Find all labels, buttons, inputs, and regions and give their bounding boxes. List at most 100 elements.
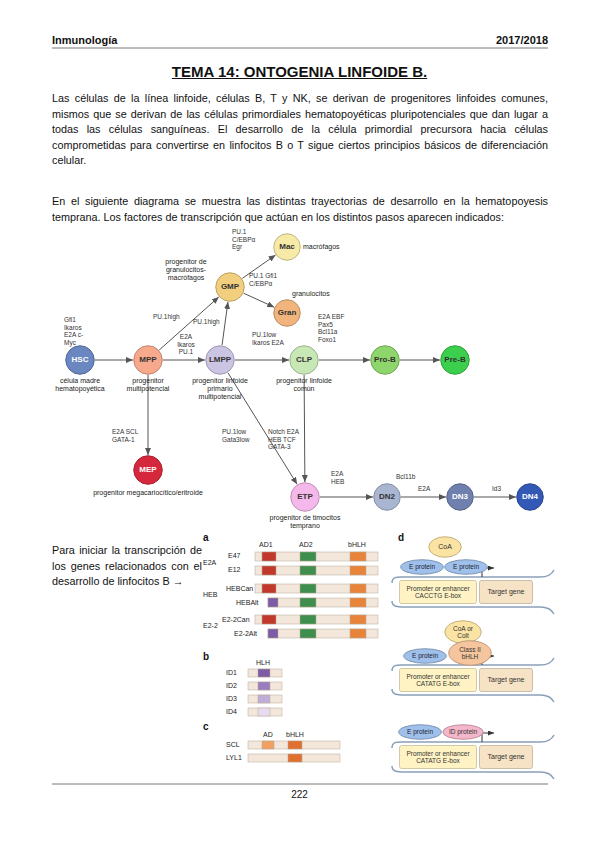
oval-shape [404,649,447,664]
domain-header: bHLH [348,541,372,549]
protein-bar [248,669,282,677]
node-name: E protein [453,563,479,570]
node-caption: progenitor de timocitos temprano [258,514,352,530]
node-text-holder: E protein [398,724,442,740]
protein-oval: E protein [400,559,444,575]
node-name: Promoter or enhancer CATATG E-box [401,750,475,764]
node-name: CoA or Colt [449,625,477,639]
cell-circle: DN2 [373,483,401,511]
ad-domain [262,741,274,749]
protein-group: E2A [203,559,227,567]
oval-shape [443,725,484,740]
factor-label: PU.1 C/EBPα Egr [232,228,264,251]
node-text-holder: MEP [133,455,163,485]
ad2-domain [300,598,316,607]
dna-region-box: Target gene [479,580,533,604]
protein-name: E12 [228,566,254,574]
running-header: Inmunología [52,34,252,47]
oval-shape [216,273,245,302]
cell-circle: GMPprogenitor de granulocitos-macrófagos [215,272,245,302]
node-name: MEP [139,466,156,475]
protein-domain-bars [248,552,378,762]
bhlh-domain [350,629,366,638]
node-text-holder: CLP [289,345,319,375]
body-paragraph: En el siguiente diagrama se muestra las … [52,194,548,225]
node-name: Target gene [488,753,525,761]
domain-header: bHLH [286,731,310,739]
node-name: ETP [297,493,313,502]
oval-shape [517,484,544,511]
node-text-holder: Gran [273,299,301,327]
protein-name: E2-2Can [222,616,255,624]
factor-label: E2A EBF Pax5 Bcl11a Foxo1 [318,313,350,343]
factor-label: Gfi1 Ikaros E2A c-Myc [64,316,94,346]
oval-shape [66,346,95,375]
factor-label: Id3 [492,485,516,493]
dna-region-box: Promoter or enhancer CATATG E-box [399,668,477,692]
protein-group: HEB [203,591,227,599]
cell-circle: DN3 [446,483,474,511]
protein-bar [248,741,340,749]
node-name: MPP [139,356,156,365]
protein-bar [268,629,378,638]
protein-bar [268,598,378,607]
cell-circle: HSCcélula madre hematopoyética [65,345,95,375]
node-text-holder: CoA or Colt [444,620,482,644]
hlh-domain [258,708,270,716]
ad2-domain [300,615,316,624]
domain-header: AD2 [299,541,323,549]
lineage-arrow [474,497,516,498]
factor-label: PU.1low Ikaros E2A [252,331,284,346]
factor-label: PU.1 Gfi1 C/EBPα [249,272,282,287]
footer-rule [52,784,548,785]
oval-shape [274,300,301,327]
protein-name: E2-2Alt [234,630,267,638]
oval-shape [447,484,474,511]
oval-shape [399,725,442,740]
cell-circle: Macmacrófagos [273,233,301,261]
protein-name: ID1 [226,669,246,677]
protein-oval: E protein [403,648,447,664]
lineage-arrow [320,497,373,498]
node-text-holder: MPP [133,345,163,375]
factor-label: E2A SCL GATA-1 [112,428,145,443]
node-text-holder: LMPP [205,345,235,375]
dna-region-box: Promoter or enhancer CATATG E-box [399,745,477,769]
node-name: E protein [412,652,438,659]
alt-domain [268,598,278,607]
protein-name: HEBCan [226,585,256,593]
box-shape [480,746,533,769]
node-caption: progenitor linfoide primario multipotenc… [186,377,254,401]
node-name: DN4 [522,493,538,502]
node-name: DN2 [379,493,395,502]
node-name: Pro-B [374,356,396,365]
factor-label: Notch E2A HEB TCF GATA-3 [268,428,300,451]
domain-header: AD [263,731,279,739]
hlh-domain [258,682,270,690]
protein-bar [248,708,282,716]
node-text-holder: Target gene [479,745,533,769]
box-shape [480,669,533,692]
factor-label: E2A [418,485,442,493]
cell-circle: CLPprogenitor linfoide común [289,345,319,375]
hlh-domain [258,669,270,677]
bhlh-domain [350,552,366,561]
page-title: TEMA 14: ONTOGENIA LINFOIDE B. [0,63,599,80]
dna-region-box: Target gene [479,745,533,769]
node-caption: progenitor linfoide común [274,377,334,393]
node-name: E protein [407,728,433,735]
protein-oval: CoA or Colt [444,620,482,644]
header-rule [52,48,548,49]
factor-label: E2A Ikaros PU.1 [173,333,199,356]
node-text-holder: E protein [400,559,444,575]
oval-shape [445,560,488,575]
panel-letter: a [203,532,215,544]
lineage-arrow [400,360,440,361]
hlh-domain [258,695,270,703]
lineage-arrow [163,360,205,361]
dna-region-box: Promoter or enhancer CACCTG E-box [399,580,477,604]
